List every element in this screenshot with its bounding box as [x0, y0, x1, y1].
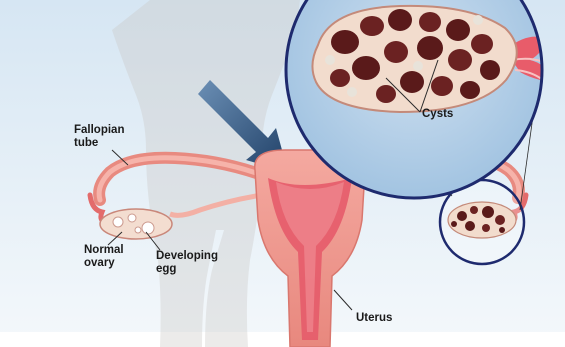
uterus-label: Uterus: [356, 312, 392, 325]
normal-ovary: [100, 209, 172, 239]
bottom-strip: [0, 332, 565, 347]
cysts-label: Cysts: [422, 108, 453, 121]
normal-ovary-label: Normal ovary: [84, 244, 124, 270]
fallopian-tube-label: Fallopian tube: [74, 124, 124, 150]
developing-egg-label: Developing egg: [156, 250, 218, 276]
